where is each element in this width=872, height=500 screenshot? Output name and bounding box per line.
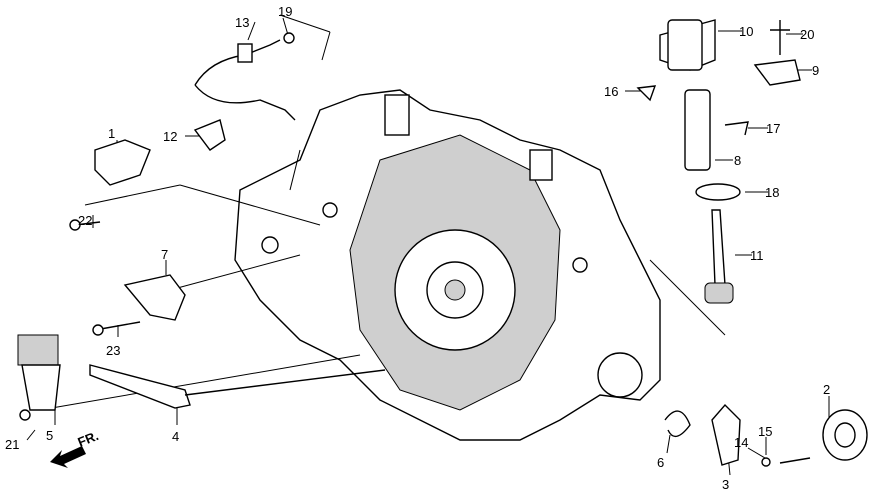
part-19 xyxy=(283,32,295,44)
gear-11 xyxy=(704,282,734,304)
callout-15: 15 xyxy=(758,424,772,439)
callout-17: 17 xyxy=(766,121,780,136)
part-13 xyxy=(237,43,253,63)
callout-1: 1 xyxy=(108,126,115,141)
wire-12 xyxy=(194,84,296,121)
callout-18: 18 xyxy=(765,185,779,200)
callout-6: 6 xyxy=(657,455,664,470)
bolt-21 xyxy=(19,409,31,421)
callout-23: 23 xyxy=(106,343,120,358)
callout-22: 22 xyxy=(78,213,92,228)
shaft-11 xyxy=(711,209,726,286)
bracket-1 xyxy=(94,139,151,186)
transmission-case xyxy=(234,89,661,441)
front-direction-indicator: FR. xyxy=(50,428,101,468)
lever-4 xyxy=(89,364,191,409)
oring-18 xyxy=(695,183,741,201)
callout-20: 20 xyxy=(800,27,814,42)
clip-17 xyxy=(724,121,749,136)
clip-16 xyxy=(636,85,657,102)
part-12 xyxy=(193,119,226,151)
callout-2: 2 xyxy=(823,382,830,397)
part-7 xyxy=(123,274,186,321)
spring-6 xyxy=(664,410,691,438)
callout-11: 11 xyxy=(750,248,764,263)
part-5 xyxy=(21,364,61,411)
callout-21: 21 xyxy=(5,437,19,452)
small-parts xyxy=(17,19,868,467)
plate-9 xyxy=(753,59,801,86)
callout-7: 7 xyxy=(161,247,168,262)
callout-5: 5 xyxy=(46,428,53,443)
shaft-4 xyxy=(184,369,386,396)
callout-10: 10 xyxy=(739,24,753,39)
callout-labels: 1 2 3 4 5 6 7 8 9 10 11 12 13 14 15 16 1… xyxy=(5,4,830,492)
bolt-20 xyxy=(770,20,790,55)
callout-9: 9 xyxy=(812,63,819,78)
callout-16: 16 xyxy=(604,84,618,99)
callout-4: 4 xyxy=(172,429,179,444)
callout-12: 12 xyxy=(163,129,177,144)
bolt-14 xyxy=(779,457,811,464)
callout-8: 8 xyxy=(734,153,741,168)
callout-3: 3 xyxy=(722,477,729,492)
part-5-boot xyxy=(17,334,59,366)
leader-lines xyxy=(26,14,830,476)
callout-19: 19 xyxy=(278,4,292,19)
callout-13: 13 xyxy=(235,15,249,30)
callout-14: 14 xyxy=(734,435,748,450)
washer-15 xyxy=(761,457,771,467)
fork-3 xyxy=(711,403,741,466)
front-label: FR. xyxy=(76,428,101,450)
part-8 xyxy=(684,89,711,171)
front-arrow-icon xyxy=(50,446,86,468)
